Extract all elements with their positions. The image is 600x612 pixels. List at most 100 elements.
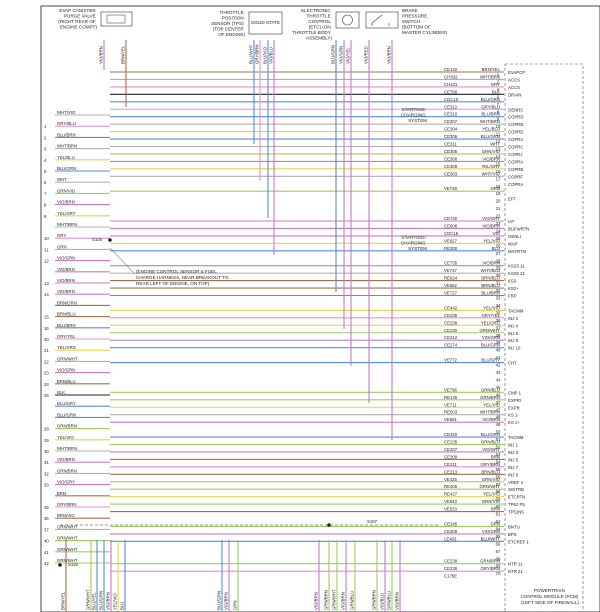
pcm-pin: 19: [496, 191, 501, 196]
pcm-signal: DRAIN: [508, 92, 521, 97]
circuit-code: CE235: [444, 440, 458, 445]
circuit-code: RE427: [444, 492, 458, 497]
circuit-code: VE728: [444, 186, 458, 191]
pcm-pin: 61: [496, 512, 501, 517]
left-pin-number: 7: [44, 191, 47, 196]
pcm-pin: 46: [496, 392, 501, 397]
pcm-signal: TACMM: [508, 308, 524, 313]
circuit-color: GRY/BLU: [481, 104, 500, 109]
bottom-wire-label: VIO/BRN: [341, 592, 346, 610]
pcm-pin: 31: [496, 281, 501, 286]
bottom-wire-label: GRN/BRN: [372, 590, 377, 610]
pcm-signal: EVAPCP: [508, 70, 525, 75]
circuit-code: CE345: [444, 521, 458, 526]
splice-dot: [327, 523, 331, 527]
circuit-color: GRN/BLU: [481, 440, 500, 445]
pcm-pin: 32: [496, 288, 501, 293]
left-wire-label: YEL/VIO: [57, 435, 74, 440]
circuit-code: VE425: [444, 477, 458, 482]
circuit-color: VIO/BRN: [482, 261, 500, 266]
circuit-color: VIO: [493, 231, 501, 236]
pcm-pin: 55: [496, 467, 501, 472]
circuit-color: BLU/GRN: [481, 134, 500, 139]
circuit-code: CH421: [444, 82, 458, 87]
pcm-pin: 11: [496, 132, 501, 137]
pcm-pin: 66: [496, 541, 501, 546]
pcm-outline: [504, 63, 584, 612]
bottom-wire-label: GRN/BLU: [387, 591, 392, 610]
left-pin-number: 37: [44, 527, 49, 532]
bottom-wire-label: VIO/BRN: [224, 592, 229, 610]
pcm-pin: 62: [496, 519, 501, 524]
pcm-signal: COPRJ: [508, 152, 523, 157]
bottom-wire-label: GRN/BLU: [350, 591, 355, 610]
top-wire-label: VIO/GRN: [339, 46, 344, 64]
pcm-pin: 60: [496, 504, 501, 509]
pcm-signal: ACCS: [508, 77, 520, 82]
left-wire-label: BLU/GRY: [57, 401, 76, 406]
left-wire-label: VIO/GRN: [57, 368, 75, 373]
pcm-signal: GENLI: [508, 234, 521, 239]
circuit-color: BLU/GRY: [481, 358, 500, 363]
pcm-pin: 51: [496, 437, 501, 442]
pcm-pin: 44: [496, 377, 501, 382]
pcm-signal: INJ 6: [508, 331, 519, 336]
left-wire-label: WHT/VIO: [57, 110, 76, 115]
pcm-signal: BNTU: [508, 524, 520, 529]
left-wire-label: BRN/VIO: [57, 513, 75, 518]
circuit-color: GRN/VIO: [482, 477, 501, 482]
pcm-pin: 41: [496, 355, 501, 360]
pcm-signal: INJ 8: [508, 338, 519, 343]
pcm-pin: 4: [497, 87, 500, 92]
pcm-signal: EFT: [508, 197, 516, 202]
circuit-code: C175E: [444, 574, 457, 579]
circuit-code: CE212: [444, 335, 458, 340]
left-wire-label: VIO/GRN: [57, 256, 75, 261]
pcm-signal: KS2+: [508, 286, 519, 291]
tps-label: THROTTLE POSITION SENSOR (TPS) (TOP CENT…: [211, 10, 245, 37]
pcm-pin: 6: [497, 94, 500, 99]
circuit-color: BRN/BLU: [481, 283, 500, 288]
pcm-pin: 27: [496, 251, 501, 256]
pcm-pin: 48: [496, 415, 501, 420]
circuit-color: VIO/BRN: [482, 223, 500, 228]
circuit-color: GRN: [490, 521, 500, 526]
brake-label: BRAKE PRESSURE SWITCH (BOTTOM OF MASTER …: [402, 8, 448, 35]
pcm-signal: INJ 3: [508, 450, 519, 455]
circuit-color: YEL/VIO: [483, 238, 500, 243]
bottom-wire-label: GRN/WHT: [332, 589, 337, 610]
circuit-color: VIO/GRY: [482, 216, 500, 221]
bottom-wire-label: VIO/BRN: [106, 592, 111, 610]
circuit-code: LE403: [444, 536, 457, 541]
left-wire-label: BRN/BLU: [57, 312, 76, 317]
left-wire-label: WHT/BRN: [57, 446, 77, 451]
circuit-color: GRN/BLU: [481, 387, 500, 392]
pcm-signal: INJ 5: [508, 457, 519, 462]
tps-body: [248, 11, 283, 35]
left-wire-label: GRN/WHT: [57, 558, 78, 563]
circuit-code: CDC10: [444, 97, 459, 102]
left-pin-number: 8: [44, 203, 47, 208]
circuit-color: BRN/BLU: [481, 469, 500, 474]
circuit-code: CE211: [444, 462, 457, 467]
circuit-code: CE310: [444, 112, 458, 117]
pcm-pin: 20: [496, 199, 501, 204]
evap-valve-connector: [106, 14, 126, 24]
splice-s118: S118: [68, 562, 78, 567]
left-wire-label: BRN/GRN: [57, 300, 77, 305]
left-wire-label: GRN/BRN: [57, 468, 77, 473]
left-pin-number: 40: [44, 539, 49, 544]
circuit-color: GRY/BRN: [481, 462, 501, 467]
circuit-code: VE727: [444, 291, 458, 296]
left-pin-number: 35: [44, 505, 49, 510]
circuit-color: GRN: [490, 186, 500, 191]
pcm-pin: 40: [496, 348, 501, 353]
pcm-signal: COPRF: [508, 174, 523, 179]
pcm-pin: 28: [496, 258, 501, 263]
circuit-color: YEL/VIO: [483, 305, 500, 310]
bottom-wire-label: BLU/GRN: [217, 591, 222, 610]
etc-motor-icon: [342, 14, 353, 26]
brake-pressure-switch: BRAKE PRESSURE SWITCH (BOTTOM OF MASTER …: [365, 8, 448, 35]
left-pin-number: 21: [44, 348, 49, 353]
left-wire-label: VIO/BRN: [57, 457, 75, 462]
